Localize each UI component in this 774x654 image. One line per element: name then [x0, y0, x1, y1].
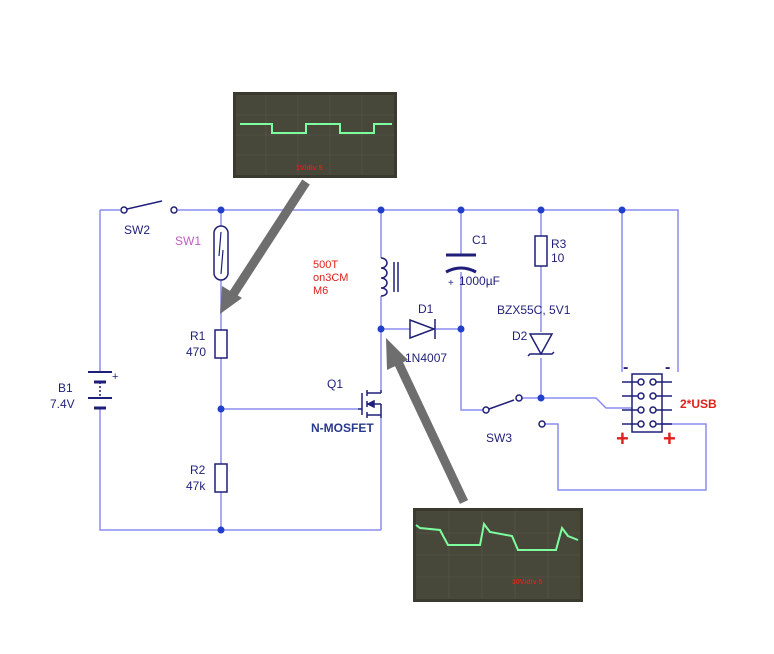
svg-text:+: +: [448, 278, 454, 289]
sw1-label: SW1: [175, 234, 201, 248]
usb-minus-right: -: [665, 359, 670, 376]
d2-label: D2: [512, 329, 528, 343]
battery-icon: +: [88, 371, 118, 410]
svg-text:+: +: [112, 371, 118, 383]
switch-sw1: SW1: [175, 225, 229, 281]
r3-value: 10: [551, 251, 565, 265]
resistor-icon: [534, 235, 548, 267]
b1-label: B1: [58, 381, 73, 395]
usb-connector: - - + + 2*USB: [616, 359, 717, 451]
capacitor-icon: [445, 253, 477, 274]
junctions: [217, 206, 626, 534]
diode-icon: [409, 318, 437, 340]
zener-icon: [527, 333, 555, 357]
d2-part: BZX55C, 5V1: [497, 303, 571, 317]
d1-label: D1: [418, 302, 434, 316]
battery-b1: + B1 7.4V: [50, 371, 118, 411]
q1-label: Q1: [327, 377, 343, 391]
q1-type: N-MOSFET: [311, 421, 374, 435]
inductor-l1: 500T on3CM M6: [313, 257, 399, 297]
capacitor-c1: + C1 1000µF: [445, 233, 500, 289]
switch-sw2: SW2: [120, 200, 178, 237]
resistor-icon: [214, 329, 228, 359]
inductor-note-line3: M6: [313, 285, 328, 297]
arrow-icon: [386, 338, 469, 504]
scope-2-caption: 10V/div 5: [512, 579, 542, 586]
usb-minus-left: -: [623, 359, 628, 376]
switch-icon: [120, 200, 178, 214]
usb-plus-left: +: [616, 426, 629, 451]
scope-1-caption: 1V/div 5: [296, 165, 323, 172]
usb-plus-right: +: [663, 426, 676, 451]
switch-icon: [482, 394, 546, 428]
inductor-note-line1: 500T: [313, 259, 338, 271]
resistor-r2: R2 47k: [186, 463, 228, 493]
sw2-label: SW2: [124, 223, 150, 237]
scope-photo-2: 10V/div 5: [413, 508, 583, 602]
usb-connector-icon: [622, 373, 672, 433]
d1-part: 1N4007: [405, 351, 447, 365]
r3-label: R3: [551, 237, 567, 251]
resistor-icon: [214, 463, 228, 493]
b1-value: 7.4V: [50, 397, 75, 411]
r2-label: R2: [190, 463, 206, 477]
reed-switch-icon: [213, 225, 229, 281]
sw3-label: SW3: [486, 431, 512, 445]
oscilloscope-trace-icon: [415, 521, 579, 551]
r1-label: R1: [190, 329, 206, 343]
diode-d1: D1 1N4007: [405, 302, 447, 365]
arrow-icon: [220, 179, 310, 314]
resistor-r3: R3 10: [534, 235, 567, 267]
wires: [99, 209, 707, 531]
inductor-icon: [380, 257, 399, 297]
inductor-note-line2: on3CM: [313, 272, 348, 284]
scope-photo-1: 1V/div 5: [233, 92, 397, 178]
oscilloscope-trace-icon: [240, 123, 392, 134]
c1-value: 1000µF: [459, 274, 500, 288]
r2-value: 47k: [186, 479, 206, 493]
resistor-r1: R1 470: [186, 329, 228, 359]
zener-d2: BZX55C, 5V1 D2: [497, 303, 571, 357]
r1-value: 470: [186, 345, 206, 359]
mosfet-q1: Q1 N-MOSFET: [311, 377, 382, 435]
usb-label: 2*USB: [680, 397, 717, 411]
c1-label: C1: [472, 233, 488, 247]
mosfet-icon: [358, 390, 382, 418]
switch-sw3: SW3: [482, 394, 546, 445]
